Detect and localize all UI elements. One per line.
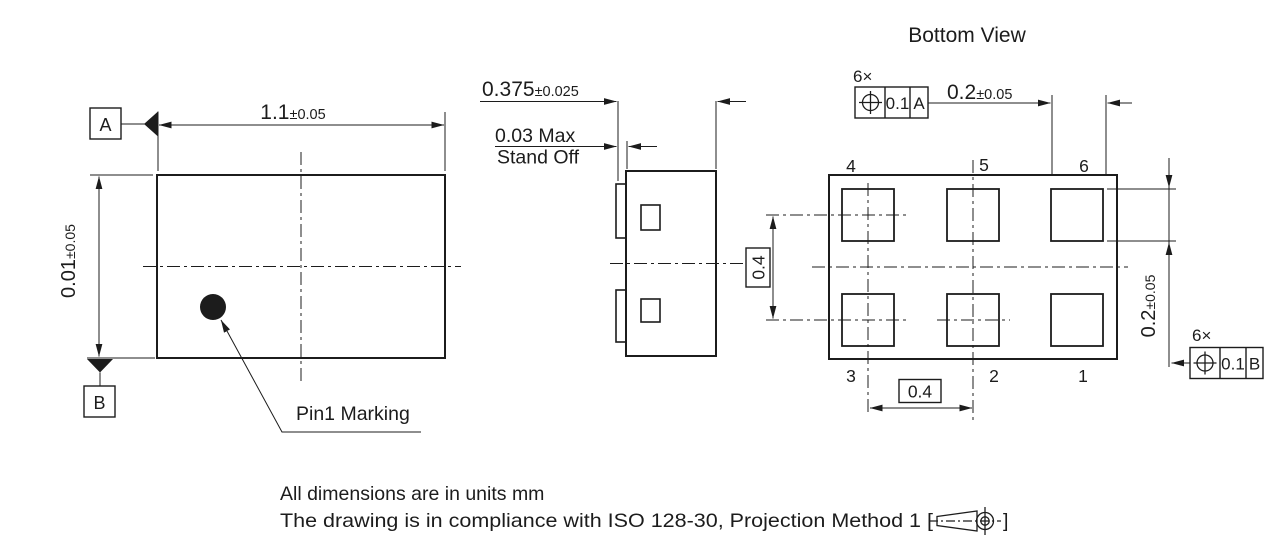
pad-number-1: 1: [1078, 366, 1088, 386]
thickness-dimension: 0.375±0.025: [480, 78, 746, 181]
width-dimension: 1.1±0.05: [157, 101, 446, 171]
width-dimension-text: 1.1±0.05: [260, 101, 325, 124]
fcf-a-count: 6×: [853, 67, 872, 86]
datum-b-box: [83, 385, 116, 418]
fcf-a-datum: A: [913, 94, 925, 113]
pad-width-text: 0.2±0.05: [947, 81, 1012, 104]
package-body-outline: [156, 174, 446, 359]
height-dimension: 0.01±0.05: [58, 174, 155, 359]
drawing-notes: All dimensions are in units mm The drawi…: [280, 483, 1008, 535]
pad-height-text: 0.2±0.05: [1138, 274, 1160, 337]
pad-number-6: 6: [1079, 156, 1089, 176]
bottom-view: Bottom View 4 5 6 3 2 1 6×: [745, 24, 1264, 420]
standoff-pad-upper: [615, 183, 627, 239]
pad-number-2: 2: [989, 366, 999, 386]
inner-pad-upper: [640, 204, 661, 231]
compliance-note: The drawing is in compliance with ISO 12…: [280, 510, 934, 532]
bottom-view-title: Bottom View: [908, 24, 1026, 47]
fcf-b-tolerance: 0.1: [1221, 355, 1245, 374]
leader-line: [220, 319, 421, 433]
standoff-text-line2: Stand Off: [497, 147, 580, 169]
fcf-a-tolerance: 0.1: [886, 94, 910, 113]
pad-6: [1050, 188, 1104, 242]
standoff-text-line1: 0.03 Max: [495, 125, 575, 147]
thickness-dimension-text: 0.375±0.025: [482, 78, 579, 101]
compliance-note-closing-bracket: ]: [1003, 510, 1008, 532]
datum-a-label: A: [99, 115, 111, 135]
basic-dimension-box: [745, 247, 771, 288]
pitch-x-dimension: 0.4: [869, 378, 973, 412]
pitch-y-text: 0.4: [749, 255, 769, 280]
pitch-x-text: 0.4: [908, 382, 933, 402]
feature-control-frame-b: 6× 0.1 B: [1171, 326, 1264, 380]
pad-height-dimension: 0.2±0.05: [1107, 158, 1176, 367]
basic-dimension-box: [898, 378, 942, 404]
pad-width-dimension: 0.2±0.05: [928, 81, 1132, 175]
first-angle-projection-icon: [929, 507, 1001, 535]
position-tolerance-icon: [1193, 351, 1217, 375]
top-view: A 1.1±0.05 0.01±0.05 B: [58, 101, 461, 433]
standoff-pad-lower: [615, 289, 627, 343]
fcf-b-count: 6×: [1192, 326, 1211, 345]
pad-number-5: 5: [979, 155, 989, 175]
standoff-dimension: 0.03 Max Stand Off: [495, 125, 657, 169]
feature-control-frame-a: 6× 0.1 A: [853, 67, 929, 119]
inner-pad-lower: [640, 298, 661, 323]
pad-number-3: 3: [846, 366, 856, 386]
position-tolerance-icon: [859, 91, 882, 114]
height-dimension-text: 0.01±0.05: [58, 224, 80, 298]
datum-b-callout: B: [83, 359, 116, 418]
datum-a-callout: A: [89, 107, 158, 140]
pad-1: [1050, 293, 1104, 347]
pin1-marking-label: Pin1 Marking: [296, 403, 410, 425]
units-note: All dimensions are in units mm: [280, 483, 544, 505]
datum-b-label: B: [93, 393, 105, 413]
datum-a-triangle-icon: [144, 111, 158, 137]
pad-number-4: 4: [846, 156, 856, 176]
side-view: 0.375±0.025 0.03 Max Stand Off: [480, 78, 747, 357]
pin1-marking-dot: [200, 294, 226, 320]
pitch-y-dimension: 0.4: [745, 216, 777, 319]
datum-b-triangle-icon: [87, 359, 113, 373]
fcf-b-datum: B: [1249, 355, 1260, 374]
pin1-marking-callout: Pin1 Marking: [200, 294, 421, 433]
